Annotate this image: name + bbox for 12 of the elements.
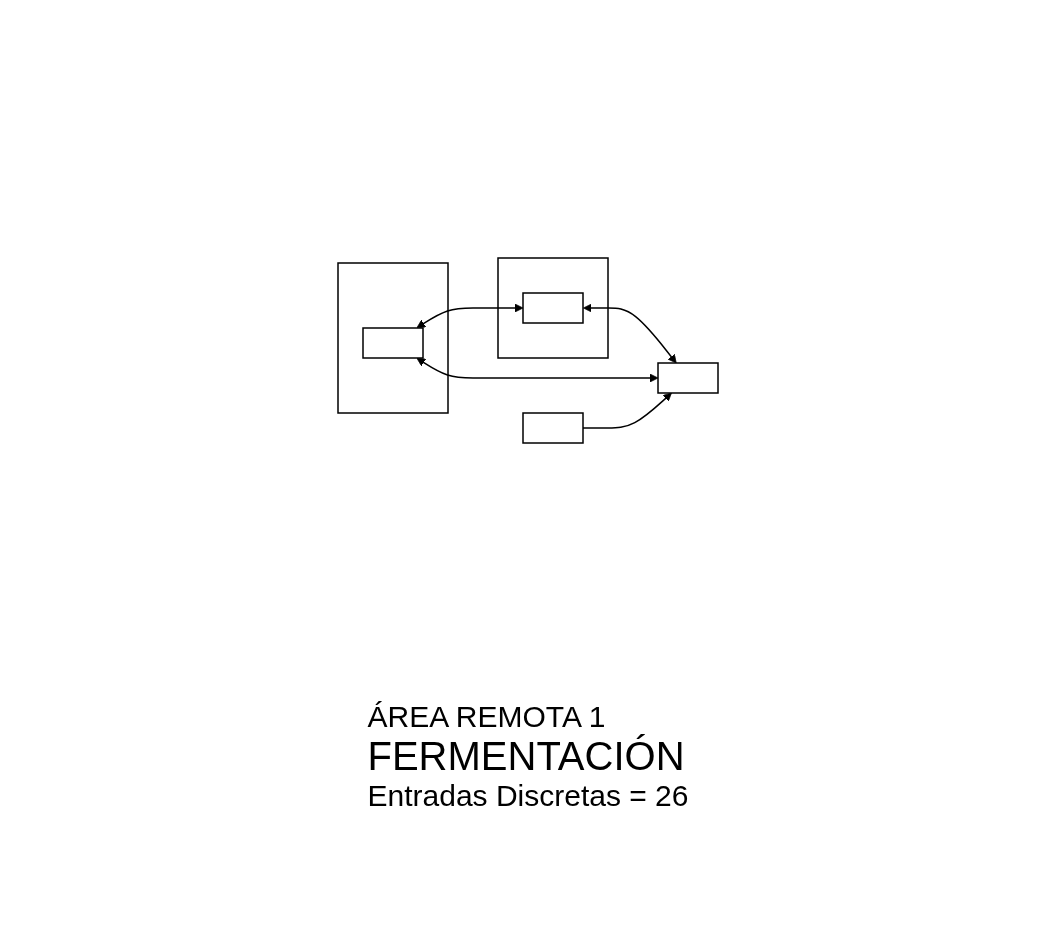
- area-label: ÁREA REMOTA 1: [367, 700, 606, 734]
- node-box: [522, 291, 584, 324]
- node-box: [657, 361, 719, 394]
- area-label: FERMENTACIÓN: [367, 734, 685, 779]
- arrow: [416, 357, 659, 382]
- arrow: [583, 303, 677, 363]
- cluster: [337, 261, 449, 414]
- area-label: Entradas Discretas = 26: [367, 779, 689, 813]
- node-box: [362, 326, 424, 359]
- cluster: [497, 256, 609, 359]
- arrow: [416, 303, 524, 328]
- node-box: [522, 411, 584, 444]
